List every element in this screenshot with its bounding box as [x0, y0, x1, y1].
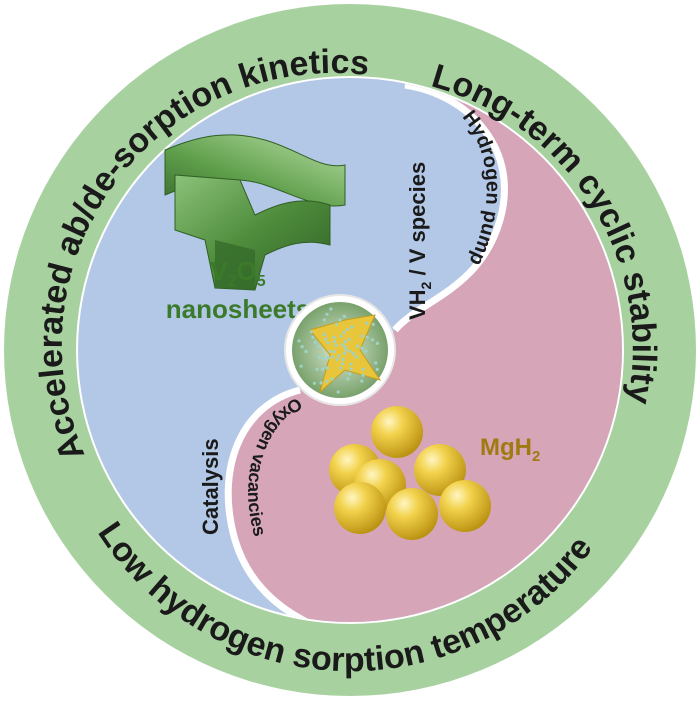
center-dot: [349, 362, 353, 366]
center-dot: [328, 349, 332, 353]
center-dot: [339, 366, 343, 370]
center-dot: [365, 321, 369, 325]
center-dot: [322, 356, 326, 360]
center-dot: [325, 312, 329, 316]
mgh2-sphere-cluster: [329, 406, 491, 540]
center-dot: [313, 340, 317, 344]
center-dot: [348, 349, 352, 353]
center-dot: [343, 345, 347, 349]
center-dot: [333, 340, 337, 344]
catalysis-label: Catalysis: [198, 438, 223, 535]
center-dot: [351, 352, 356, 356]
center-dot: [370, 338, 374, 342]
center-dot: [332, 335, 336, 339]
center-dot: [371, 322, 375, 326]
center-dot: [334, 343, 338, 347]
center-dot: [324, 337, 328, 341]
center-dot: [299, 364, 303, 368]
center-composite-particle: [284, 294, 396, 406]
mgh2-sphere: [386, 488, 438, 540]
center-dot: [304, 349, 308, 354]
center-dot: [360, 346, 364, 350]
center-dot: [360, 379, 364, 383]
center-dot: [317, 355, 321, 360]
center-dot: [315, 367, 319, 371]
center-dot: [312, 381, 316, 385]
center-dot: [335, 322, 339, 326]
center-dots: [297, 307, 379, 394]
center-dot: [320, 367, 324, 371]
center-dot: [356, 344, 360, 348]
center-dot: [343, 340, 347, 344]
center-dot: [311, 335, 315, 339]
center-dot: [340, 343, 345, 347]
center-dot: [360, 334, 364, 338]
nanosheet-fold: [215, 240, 255, 290]
center-dot: [341, 357, 345, 362]
center-dot: [322, 318, 326, 322]
center-dot: [374, 361, 378, 365]
v2o5-label: V2O5: [210, 256, 265, 290]
center-dot: [340, 362, 344, 366]
mgh2-sphere: [371, 406, 423, 458]
center-dot: [335, 357, 339, 362]
center-dot: [319, 381, 323, 385]
center-dot: [336, 390, 340, 394]
center-dot: [375, 367, 379, 371]
vh2-species-label: VH2 / V species: [405, 162, 434, 320]
center-dot: [365, 335, 369, 339]
center-dot: [339, 334, 343, 338]
center-dot: [344, 348, 348, 352]
center-dot: [350, 325, 354, 329]
nanosheet-front: [174, 174, 331, 291]
center-dot: [364, 349, 368, 353]
center-dot: [332, 350, 336, 354]
center-dot: [330, 377, 334, 381]
center-dot: [309, 330, 313, 334]
center-dot: [349, 367, 353, 371]
center-dot: [337, 354, 341, 358]
center-dot: [325, 379, 329, 383]
center-dot: [322, 332, 326, 336]
center-dot: [329, 307, 333, 311]
center-dot: [348, 372, 352, 376]
center-dot: [361, 373, 365, 377]
v2o5-nanosheet-graphic: [164, 134, 346, 291]
s-curve-divider: [392, 81, 508, 333]
center-dot: [331, 355, 335, 359]
center-dot: [355, 355, 359, 359]
center-dot: [342, 330, 346, 334]
mgh2-sphere: [334, 482, 386, 534]
mgh2-label: MgH2: [480, 434, 540, 465]
center-dot: [326, 341, 330, 345]
center-dot: [325, 366, 329, 370]
center-dot: [316, 344, 320, 348]
center-dot: [343, 351, 347, 355]
center-dot: [345, 327, 350, 331]
center-dot: [300, 345, 304, 349]
center-dot: [375, 341, 379, 345]
center-dot: [347, 337, 351, 341]
nanosheets-label: nanosheets: [166, 294, 311, 324]
center-dot: [297, 339, 301, 343]
center-dot: [326, 356, 331, 360]
s-curve-divider-lower: [224, 386, 342, 622]
center-dot: [346, 377, 350, 381]
center-dot: [342, 314, 346, 318]
center-dot: [338, 318, 342, 322]
mgh2-sphere: [439, 480, 491, 532]
center-dot: [361, 367, 365, 371]
